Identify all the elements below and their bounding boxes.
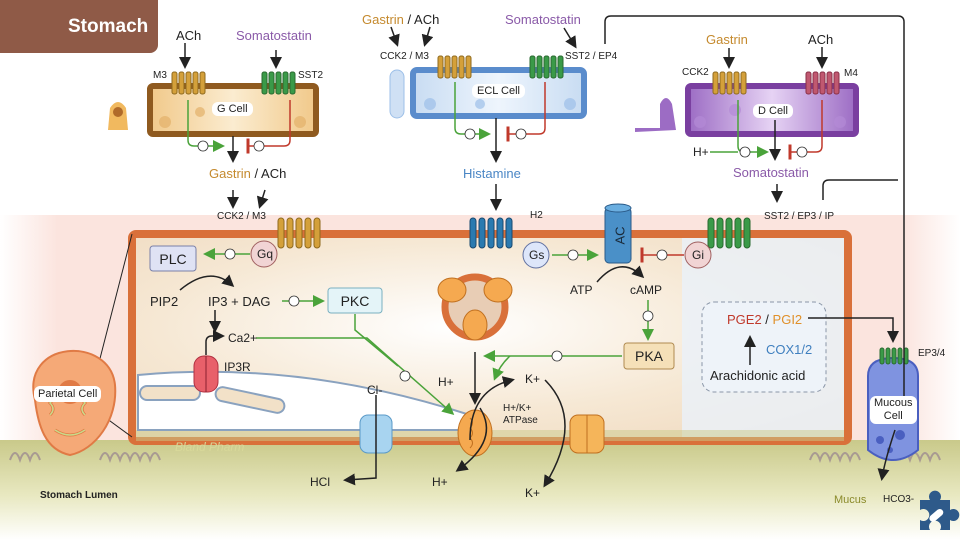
gi-protein	[684, 241, 712, 269]
label-gastrin-ach-output: Gastrin / ACh	[209, 166, 287, 181]
label-h-plus-in: H+	[438, 375, 454, 389]
label-g-cell: G Cell	[212, 102, 253, 116]
label-camp: cAMP	[630, 283, 663, 297]
label-stomach-lumen: Stomach Lumen	[40, 490, 118, 501]
signal-arrows	[179, 15, 905, 488]
label-ca2plus: Ca2+	[228, 331, 258, 345]
label-sst2: SST2	[298, 70, 324, 81]
receptor-m3-gcell	[171, 71, 206, 95]
label-k-plus-out: K+	[525, 486, 541, 500]
label-sst2-ep3-ip: SST2 / EP3 / IP	[764, 211, 835, 222]
receptor-h2-parietal	[469, 217, 513, 249]
gs-protein	[522, 241, 550, 269]
label-gastrin: Gastrin	[209, 166, 251, 181]
label-pip2: PIP2	[150, 294, 179, 309]
inhibitory-arrows	[246, 82, 823, 263]
receptor-sst2-ecl	[529, 55, 564, 79]
label-h2: H2	[530, 210, 543, 221]
label-pge2-pgi2: PGE2 / PGI2	[727, 312, 803, 327]
zoom-line	[94, 233, 133, 379]
label-gq: Gq	[257, 247, 274, 261]
receptor-cck2-m3-parietal	[277, 217, 321, 249]
label-ach-gcell: ACh	[176, 28, 202, 43]
label-hco3: HCO3-	[883, 494, 915, 505]
label-m4: M4	[844, 68, 858, 79]
gq-protein	[250, 240, 278, 268]
label-plc: PLC	[159, 250, 187, 267]
label-parietal-cell: Parietal Cell	[34, 386, 102, 402]
prostaglandin-box	[701, 301, 827, 393]
label-ep34: EP3/4	[918, 348, 946, 359]
k-channel	[569, 414, 605, 454]
label-ach-dcell: ACh	[808, 32, 834, 47]
label-somatostatin-gcell: Somatostatin	[236, 28, 312, 43]
microvilli	[99, 452, 161, 463]
label-pka: PKA	[634, 348, 663, 364]
label-cck2-dcell: CCK2	[682, 67, 709, 78]
page-title: Stomach	[68, 15, 149, 37]
logo-puzzle-icon	[920, 490, 960, 530]
lumen-background	[0, 440, 960, 540]
label-d-cell: D Cell	[753, 104, 793, 118]
pkc-box	[327, 287, 383, 314]
header-tab: Stomach	[0, 0, 158, 53]
label-hcl: HCl	[310, 475, 330, 489]
label-somatostatin-output: Somatostatin	[733, 165, 809, 180]
label-h-plus-out: H+	[432, 475, 448, 489]
tubulovesicle	[437, 273, 513, 341]
receptor-cck2-ecl	[437, 55, 472, 79]
label-chloride: Cl-	[367, 383, 383, 397]
label-histamine: Histamine	[463, 166, 521, 181]
pka-box	[623, 342, 675, 370]
label-ecl-cell: ECL Cell	[472, 84, 525, 98]
watermark: Bland Pharm	[175, 440, 245, 454]
receptor-m4-dcell	[805, 71, 840, 95]
label-cck2-m3-parietal: CCK2 / M3	[217, 211, 266, 222]
label-ip3r: IP3R	[224, 360, 251, 374]
receptor-sst2-ep3-ip-parietal	[707, 217, 751, 249]
label-atp: ATP	[570, 283, 593, 297]
label-ip3-dag: IP3 + DAG	[208, 294, 271, 309]
label-gastrin-dcell: Gastrin	[706, 32, 748, 47]
ip3r-channel	[193, 355, 219, 393]
modulation-badges	[197, 128, 808, 382]
adenylyl-cyclase	[604, 203, 632, 264]
label-k-plus-in: K+	[525, 372, 541, 386]
label-sst2-ep4-ecl: SST2 / EP4	[565, 51, 618, 62]
label-m3: M3	[153, 70, 167, 81]
label-somatostatin-ecl: Somatostatin	[505, 12, 581, 27]
label-h-plus-dcell: H+	[693, 145, 709, 159]
label-arachidonic-acid: Arachidonic acid	[710, 368, 806, 383]
label-gs: Gs	[529, 248, 545, 262]
label-gi: Gi	[692, 248, 704, 262]
plc-box	[149, 245, 197, 272]
receptor-sst2-gcell	[261, 71, 296, 95]
microvilli	[9, 452, 41, 463]
label-ac: AC	[612, 226, 628, 245]
label-mucus: Mucus	[834, 494, 867, 506]
label-cox: COX1/2	[766, 342, 813, 357]
label-cck2-m3-ecl: CCK2 / M3	[380, 51, 429, 62]
label-pkc: PKC	[340, 292, 370, 309]
receptor-cck2-dcell	[712, 71, 747, 95]
label-gastrin-ach-ecl: Gastrin / ACh	[362, 12, 440, 27]
label-hk-atpase: H+/K+ATPase	[503, 403, 538, 426]
